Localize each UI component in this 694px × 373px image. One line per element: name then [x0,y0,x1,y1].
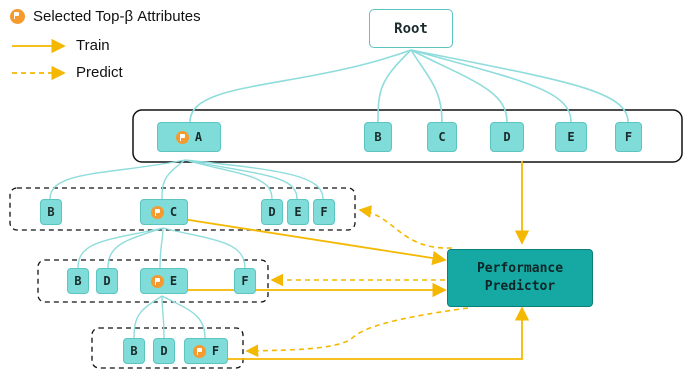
node-label: B [74,274,82,288]
node-d: D [96,268,118,294]
root-label: Root [394,20,428,37]
node-c-selected: C [140,199,188,225]
node-label: D [103,274,111,288]
legend-train-label: Train [76,37,110,54]
legend-selected-label: Selected Top-β Attributes [33,8,201,25]
node-label: C [438,130,446,144]
root-edges [189,49,629,123]
legend-train: Train [76,37,110,54]
node-b: B [123,338,145,364]
predict-arrows [245,205,469,358]
root-node: Root [369,9,453,48]
flag-icon [150,274,164,288]
node-label: E [169,274,178,288]
node-label: E [294,205,302,219]
node-d: D [153,338,175,364]
node-c: C [427,122,457,152]
e-edges [133,295,206,339]
node-e-selected: E [140,268,188,294]
node-label: F [211,344,220,358]
predictor-label-line2: Predictor [484,279,556,294]
flag-icon [150,205,164,219]
node-f-selected: F [184,338,228,364]
flag-icon [10,9,25,24]
node-d: D [261,199,283,225]
node-f: F [313,199,335,225]
node-d: D [490,122,524,152]
node-label: B [47,205,55,219]
a-edges [49,159,324,200]
legend-predict-label: Predict [76,64,123,81]
node-label: B [374,130,382,144]
c-edges [77,227,246,269]
node-f: F [615,122,642,152]
node-label: F [624,130,633,144]
level4-group-box [91,327,244,369]
node-f: F [234,268,256,294]
flag-icon [192,344,206,358]
node-label: C [169,205,178,219]
legend-selected: Selected Top-β Attributes [10,8,201,25]
predictor-label-line1: Performance [476,261,564,276]
train-arrows [175,161,530,360]
legend-predict: Predict [76,64,123,81]
node-label: F [320,205,328,219]
node-label: B [130,344,138,358]
node-e: E [555,122,587,152]
node-a-selected: A [157,122,221,152]
node-label: D [160,344,168,358]
performance-predictor: Performance Predictor [447,249,593,307]
level1-group-box [132,109,683,163]
node-b: B [364,122,392,152]
node-label: D [503,130,511,144]
node-label: A [194,130,203,144]
node-label: E [567,130,575,144]
level2-group-box [9,187,356,231]
node-b: B [40,199,62,225]
flag-icon [175,130,189,144]
node-label: F [241,274,249,288]
node-e: E [287,199,309,225]
node-label: D [268,205,276,219]
node-b: B [67,268,89,294]
